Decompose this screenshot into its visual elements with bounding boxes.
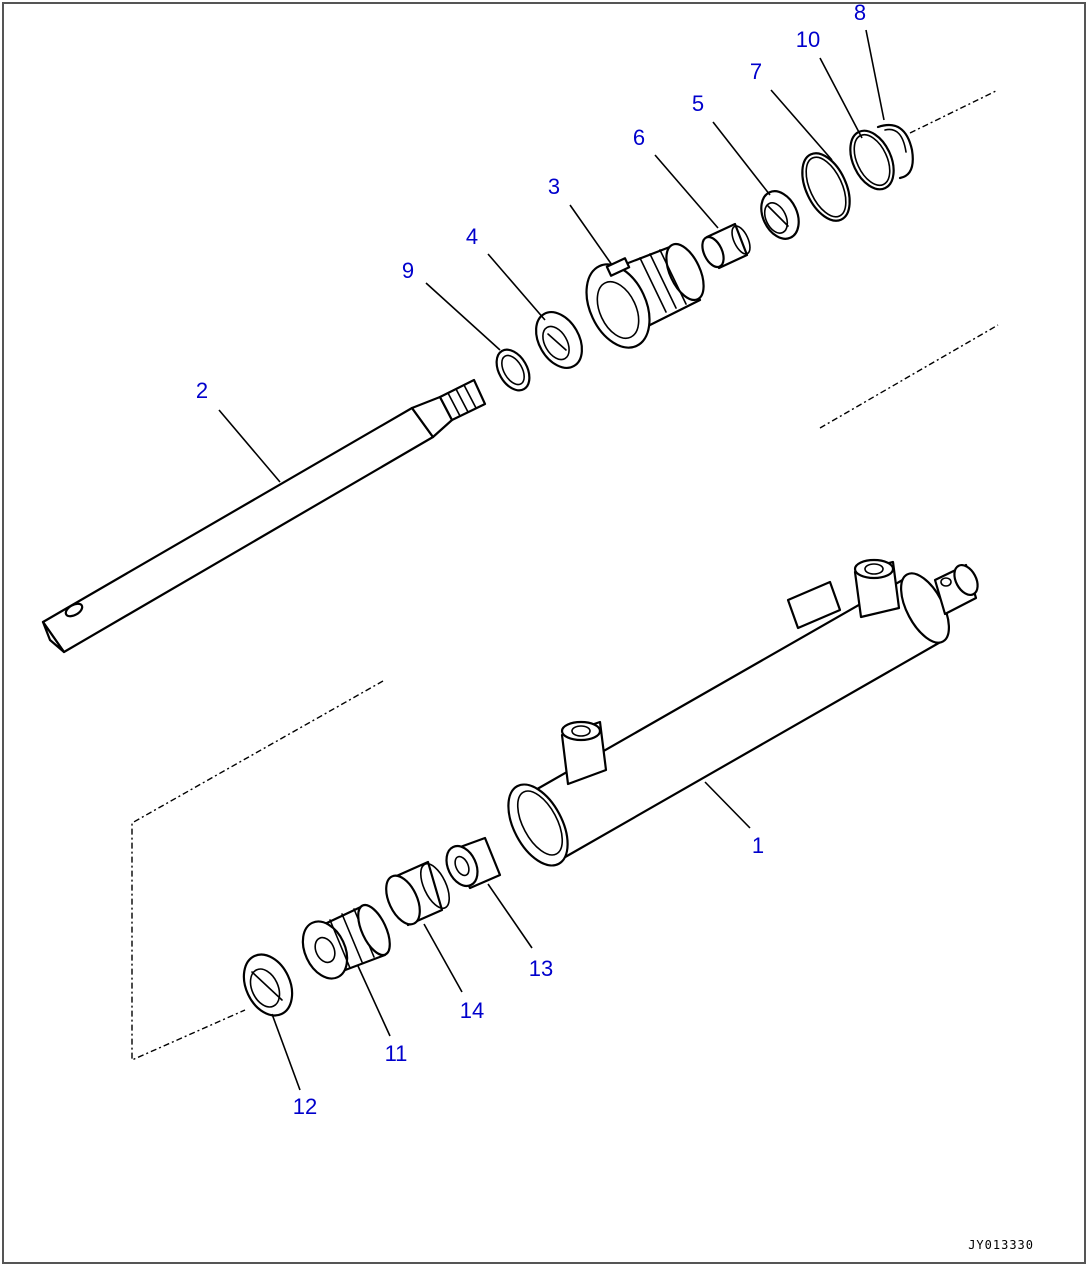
callout-10: 10 bbox=[796, 27, 820, 52]
callout-5: 5 bbox=[692, 91, 704, 116]
callout-13: 13 bbox=[529, 956, 553, 981]
leader-5 bbox=[712, 121, 771, 196]
centerline-top-right bbox=[909, 89, 999, 134]
bushing bbox=[701, 222, 751, 270]
leader-4 bbox=[487, 253, 546, 321]
leader-13 bbox=[487, 883, 533, 949]
centerline-mid-right bbox=[819, 324, 999, 429]
centerline-left-bracket bbox=[131, 680, 384, 1062]
piston-rod bbox=[41, 378, 487, 654]
leader-3 bbox=[569, 204, 613, 266]
rod-packing bbox=[760, 190, 800, 240]
collar bbox=[445, 836, 502, 890]
cylinder-head bbox=[585, 242, 705, 349]
leader-14 bbox=[423, 923, 463, 993]
leader-9 bbox=[425, 282, 501, 351]
cylinder-tube bbox=[507, 558, 979, 867]
callout-4: 4 bbox=[466, 224, 478, 249]
leader-11 bbox=[357, 965, 391, 1037]
wear-ring bbox=[385, 860, 451, 927]
leader-10 bbox=[819, 57, 863, 139]
callout-7: 7 bbox=[750, 59, 762, 84]
leader-1 bbox=[704, 781, 751, 829]
dust-seal bbox=[876, 123, 914, 180]
callout-14: 14 bbox=[460, 998, 484, 1023]
callout-8: 8 bbox=[854, 0, 866, 25]
callout-1: 1 bbox=[752, 833, 764, 858]
leader-8 bbox=[865, 29, 885, 121]
leader-12 bbox=[271, 1013, 301, 1091]
o-ring bbox=[801, 152, 851, 222]
image-code: JY013330 bbox=[968, 1238, 1034, 1252]
snap-ring bbox=[495, 348, 531, 392]
leader-6 bbox=[654, 154, 719, 229]
backup-ring bbox=[849, 129, 895, 191]
callout-12: 12 bbox=[293, 1094, 317, 1119]
leader-7 bbox=[770, 89, 833, 161]
callout-9: 9 bbox=[402, 258, 414, 283]
piston bbox=[301, 903, 391, 980]
leader-2 bbox=[218, 409, 281, 483]
callout-2: 2 bbox=[196, 378, 208, 403]
callout-6: 6 bbox=[633, 125, 645, 150]
nut bbox=[534, 311, 584, 369]
callout-3: 3 bbox=[548, 174, 560, 199]
piston-nut bbox=[242, 953, 294, 1017]
callout-11: 11 bbox=[385, 1041, 408, 1066]
